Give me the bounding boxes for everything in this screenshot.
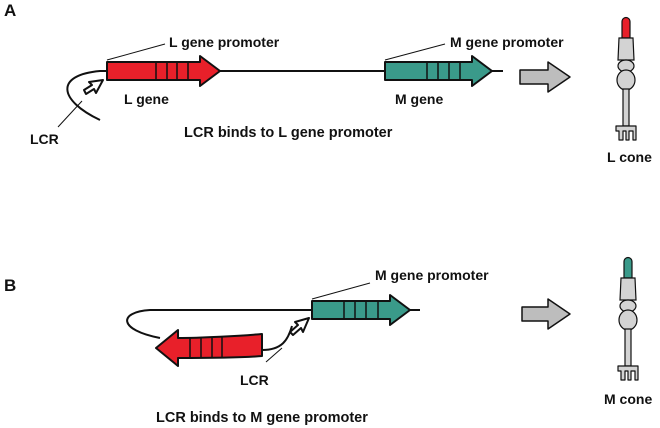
m-cone-label: M cone xyxy=(604,391,652,407)
m-gene-arrow xyxy=(311,294,411,326)
panel-b-letter: B xyxy=(4,276,16,295)
l-gene-shape xyxy=(106,55,221,87)
lcr-pointer-line xyxy=(265,347,283,363)
m-promoter-pointer xyxy=(384,43,446,61)
l-cone-cell-icon xyxy=(615,16,637,141)
panel-a: A LCR L gene promoter L gene M xyxy=(4,1,652,165)
dna-loop xyxy=(126,309,312,339)
lcr-pointer-line xyxy=(57,100,83,128)
lcr-label: LCR xyxy=(30,131,59,147)
lcr-arrow-icon xyxy=(83,79,104,95)
panel-a-letter: A xyxy=(4,1,16,20)
lcr-arrow-icon xyxy=(289,317,310,336)
l-gene-reverse-arrow xyxy=(155,329,263,367)
l-promoter-label: L gene promoter xyxy=(169,34,280,50)
panel-a-caption: LCR binds to L gene promoter xyxy=(184,125,393,141)
m-gene-arrow xyxy=(384,55,493,87)
lcr-label: LCR xyxy=(240,372,269,388)
m-gene-label: M gene xyxy=(395,91,443,107)
l-cone-label: L cone xyxy=(607,149,652,165)
lcr-loop xyxy=(66,70,108,121)
l-gene-label: L gene xyxy=(124,91,169,107)
dna-strand-connector xyxy=(261,325,293,351)
l-gene-reverse-shape xyxy=(155,329,263,367)
m-promoter-label: M gene promoter xyxy=(375,267,489,283)
m-promoter-label: M gene promoter xyxy=(450,34,564,50)
m-cone-cell-icon xyxy=(617,256,639,381)
m-promoter-pointer xyxy=(311,282,371,300)
m-gene-shape xyxy=(311,294,411,326)
l-promoter-pointer xyxy=(106,43,166,61)
result-arrow-icon xyxy=(521,298,571,330)
panel-b-caption: LCR binds to M gene promoter xyxy=(156,410,368,426)
result-arrow-icon xyxy=(519,61,571,93)
panel-b: B LCR M gene promoter LCR binds to M g xyxy=(4,256,652,426)
l-gene-arrow xyxy=(106,55,221,87)
